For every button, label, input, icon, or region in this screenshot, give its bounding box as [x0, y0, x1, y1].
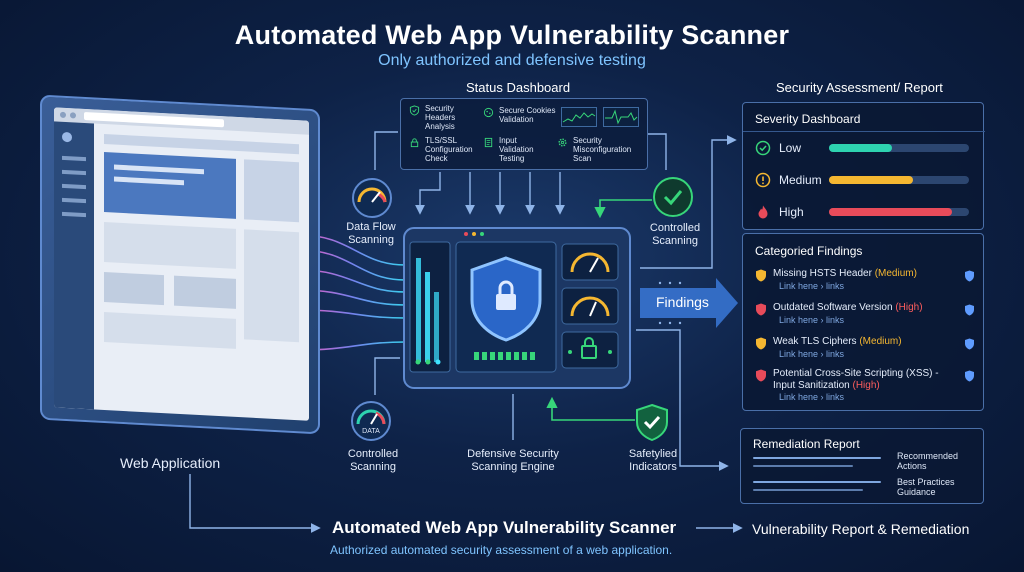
- warning-circle-icon: [755, 172, 771, 188]
- severity-row-low: Low: [755, 140, 801, 156]
- shield-icon: [965, 304, 974, 316]
- severity-bar-high: [829, 208, 969, 216]
- finding-item[interactable]: Outdated Software Version (High) Link he…: [755, 302, 975, 325]
- status-dashboard: Security Headers Analysis Secure Cookies…: [400, 98, 648, 170]
- check-label: Secure Cookies Validation: [499, 106, 556, 124]
- check-input-validation: Input Validation Testing: [483, 136, 553, 163]
- check-tls-ssl: TLS/SSL Configuration Check: [409, 136, 479, 163]
- controlled-scanning-top-label: Controlled Scanning: [649, 222, 701, 248]
- document-icon: [484, 137, 493, 148]
- shield-warning-icon: [756, 337, 766, 350]
- severity-dashboard-title: Severity Dashboard: [755, 112, 861, 126]
- finding-name: Missing HSTS Header: [773, 268, 872, 279]
- check-circle-icon: [653, 177, 693, 217]
- laptop-screen: [54, 107, 309, 421]
- shield-icon: [965, 270, 974, 282]
- bottom-flow-subtitle: Authorized automated security assessment…: [330, 543, 673, 557]
- web-application-label: Web Application: [120, 455, 221, 471]
- severity-bar-low: [829, 144, 969, 152]
- report-flow-label: Vulnerability Report & Remediation: [752, 521, 970, 537]
- categorized-findings: Categoried Findings Missing HSTS Header …: [742, 233, 984, 411]
- finding-name: Potential Cross-Site Scripting (XSS) - I…: [773, 368, 939, 391]
- laptop-frame: [40, 94, 320, 435]
- severity-bar-medium: [829, 176, 969, 184]
- gear-icon: [558, 138, 567, 147]
- remediation-report: Remediation Report Recommended Actions B…: [740, 428, 984, 504]
- finding-item[interactable]: Missing HSTS Header (Medium) Link hene ›…: [755, 268, 975, 291]
- check-label: Input Validation Testing: [499, 136, 534, 163]
- data-flow-scanning-label: Data Flow Scanning: [346, 221, 396, 247]
- severity-label: Medium: [779, 173, 822, 187]
- page-title: Automated Web App Vulnerability Scanner: [234, 20, 790, 50]
- finding-link[interactable]: Link hene › links: [779, 392, 845, 402]
- safety-indicators-label: Safetylied Indicators: [628, 448, 678, 474]
- finding-item[interactable]: Weak TLS Ciphers (Medium) Link hene › li…: [755, 336, 975, 359]
- remediation-item: Best Practices Guidance: [897, 477, 955, 498]
- shield-check-icon: [636, 403, 668, 442]
- check-circle-icon: [755, 140, 771, 156]
- remediation-title: Remediation Report: [753, 437, 860, 451]
- data-gauge-icon: [351, 401, 391, 441]
- finding-severity: (High): [852, 379, 880, 391]
- web-application-laptop: [40, 94, 325, 442]
- check-label: TLS/SSL Configuration Check: [425, 136, 473, 163]
- engine-label: Defensive Security Scanning Engine: [467, 448, 559, 474]
- check-secure-cookies: Secure Cookies Validation: [483, 106, 559, 125]
- finding-link[interactable]: Link hene › links: [779, 314, 845, 325]
- report-title: Security Assessment/ Report: [776, 80, 943, 95]
- severity-dashboard: Severity Dashboard Low Medium High: [742, 102, 985, 230]
- findings-arrow-label: Findings: [656, 294, 709, 310]
- severity-row-high: High: [755, 204, 804, 220]
- finding-link[interactable]: Link hene › links: [779, 348, 845, 359]
- finding-severity: (High): [895, 302, 923, 313]
- gauge-icon: [352, 178, 392, 218]
- shield-warning-icon: [756, 369, 766, 382]
- status-dashboard-title: Status Dashboard: [466, 80, 571, 95]
- scanning-engine: [400, 222, 634, 392]
- flame-icon: [758, 205, 768, 219]
- finding-item[interactable]: Potential Cross-Site Scripting (XSS) - I…: [755, 368, 975, 402]
- finding-severity: (Medium): [874, 268, 917, 279]
- finding-name: Weak TLS Ciphers: [773, 336, 857, 347]
- data-gauge-label: DATA: [362, 428, 380, 435]
- cookie-icon: [483, 107, 494, 118]
- lock-icon: [410, 138, 419, 148]
- shield-warning-icon: [756, 269, 766, 282]
- severity-label: High: [779, 205, 804, 219]
- check-label: Security Headers Analysis: [425, 104, 456, 131]
- severity-row-medium: Medium: [755, 172, 822, 188]
- check-security-headers: Security Headers Analysis: [409, 104, 477, 131]
- check-label: Security Misconfiguration Scan: [573, 136, 632, 163]
- remediation-item: Recommended Actions: [897, 451, 959, 472]
- finding-name: Outdated Software Version: [773, 302, 893, 313]
- page-subtitle: Only authorized and defensive testing: [378, 52, 646, 69]
- bottom-flow-title: Automated Web App Vulnerability Scanner: [332, 518, 677, 537]
- shield-icon: [965, 370, 974, 382]
- shield-warning-icon: [756, 303, 766, 316]
- severity-label: Low: [779, 141, 802, 155]
- findings-title: Categoried Findings: [755, 244, 863, 258]
- mini-chart-1: [561, 107, 597, 127]
- shield-icon: [965, 338, 974, 350]
- controlled-scanning-bottom-label: Controlled Scanning: [347, 448, 399, 474]
- finding-severity: (Medium): [859, 336, 902, 347]
- check-misconfiguration: Security Misconfiguration Scan: [557, 136, 643, 163]
- finding-link[interactable]: Link hene › links: [779, 280, 845, 291]
- mini-chart-2: [603, 107, 639, 127]
- shield-check-icon: [409, 105, 420, 116]
